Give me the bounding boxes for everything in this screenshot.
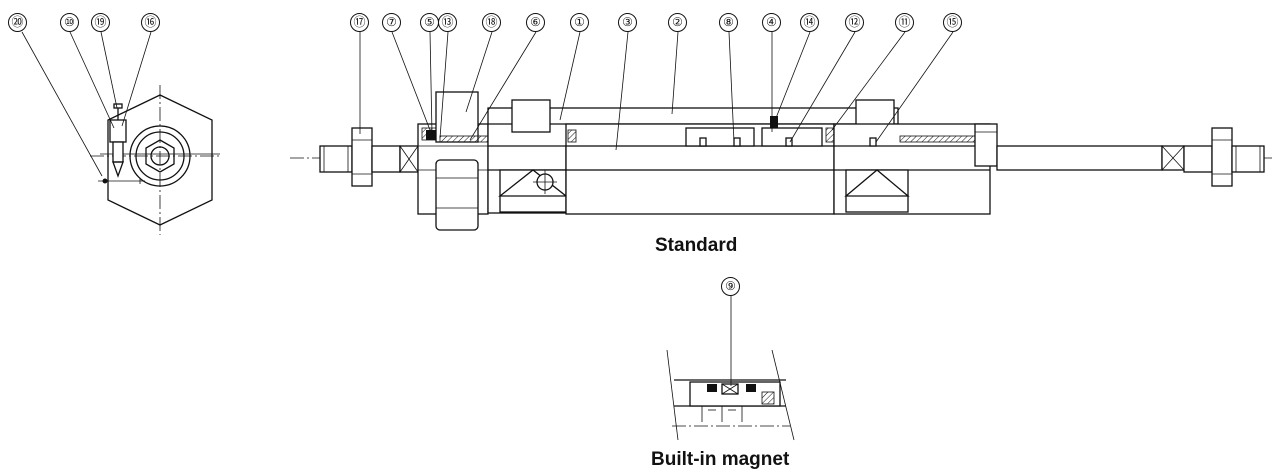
end-view	[21, 31, 222, 235]
callout-14: ⑭	[800, 13, 819, 32]
callout-5: ⑤	[420, 13, 439, 32]
caption-standard: Standard	[655, 235, 738, 256]
callout-2: ②	[668, 13, 687, 32]
magnet-detail-view	[666, 296, 795, 441]
right-rod-thread	[1231, 145, 1265, 173]
right-piston-rod	[996, 145, 1163, 171]
end-view-fitting	[109, 119, 127, 143]
callout-6: ⑥	[526, 13, 545, 32]
end-view-port-outer	[129, 125, 191, 187]
callout-15: ⑮	[943, 13, 962, 32]
callout-4: ④	[762, 13, 781, 32]
callout-7: ⑦	[382, 13, 401, 32]
callout-3: ③	[618, 13, 637, 32]
callout-10: ⑩	[60, 13, 79, 32]
callout-18: ⑱	[482, 13, 501, 32]
callout-20: ⑳	[8, 13, 27, 32]
callout-1: ①	[570, 13, 589, 32]
callout-9: ⑨	[721, 277, 740, 296]
callout-19: ⑲	[91, 13, 110, 32]
callout-8: ⑧	[719, 13, 738, 32]
callout-13: ⑬	[438, 13, 457, 32]
main-section-view	[290, 31, 1274, 231]
left-mounting-nut	[435, 91, 479, 143]
callout-17: ⑰	[350, 13, 369, 32]
callout-11: ⑪	[895, 13, 914, 32]
callout-16: ⑯	[141, 13, 160, 32]
left-rod-nut	[351, 127, 373, 187]
caption-built-in-magnet: Built-in magnet	[651, 449, 790, 470]
end-view-port-hex	[145, 139, 175, 173]
left-port-boss	[511, 99, 551, 133]
callout-12: ⑫	[845, 13, 864, 32]
right-rod-nut	[1211, 127, 1233, 187]
left-rod-thread	[319, 145, 353, 173]
piston-rod	[565, 145, 835, 171]
